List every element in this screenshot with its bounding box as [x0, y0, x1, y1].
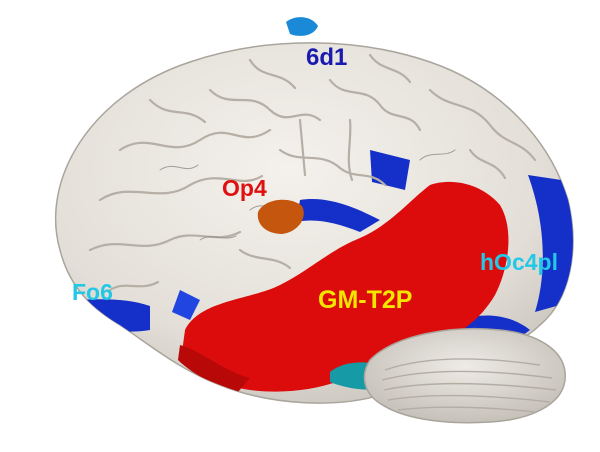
region-6d1-top	[286, 17, 318, 36]
region-blue-frontal	[172, 290, 200, 320]
label-gm-t2p: GM-T2P	[318, 286, 413, 314]
label-op4: Op4	[222, 175, 267, 201]
region-gm-t2p-lower	[178, 345, 250, 392]
label-hoc4pl: hOc4pl	[480, 249, 558, 275]
cerebellum	[363, 328, 566, 424]
region-hoc4pl-area	[528, 175, 573, 312]
region-blue-patch	[296, 199, 380, 232]
region-op4-area	[257, 199, 304, 234]
label-fo6: Fo6	[72, 279, 113, 305]
label-6d1: 6d1	[306, 44, 348, 71]
